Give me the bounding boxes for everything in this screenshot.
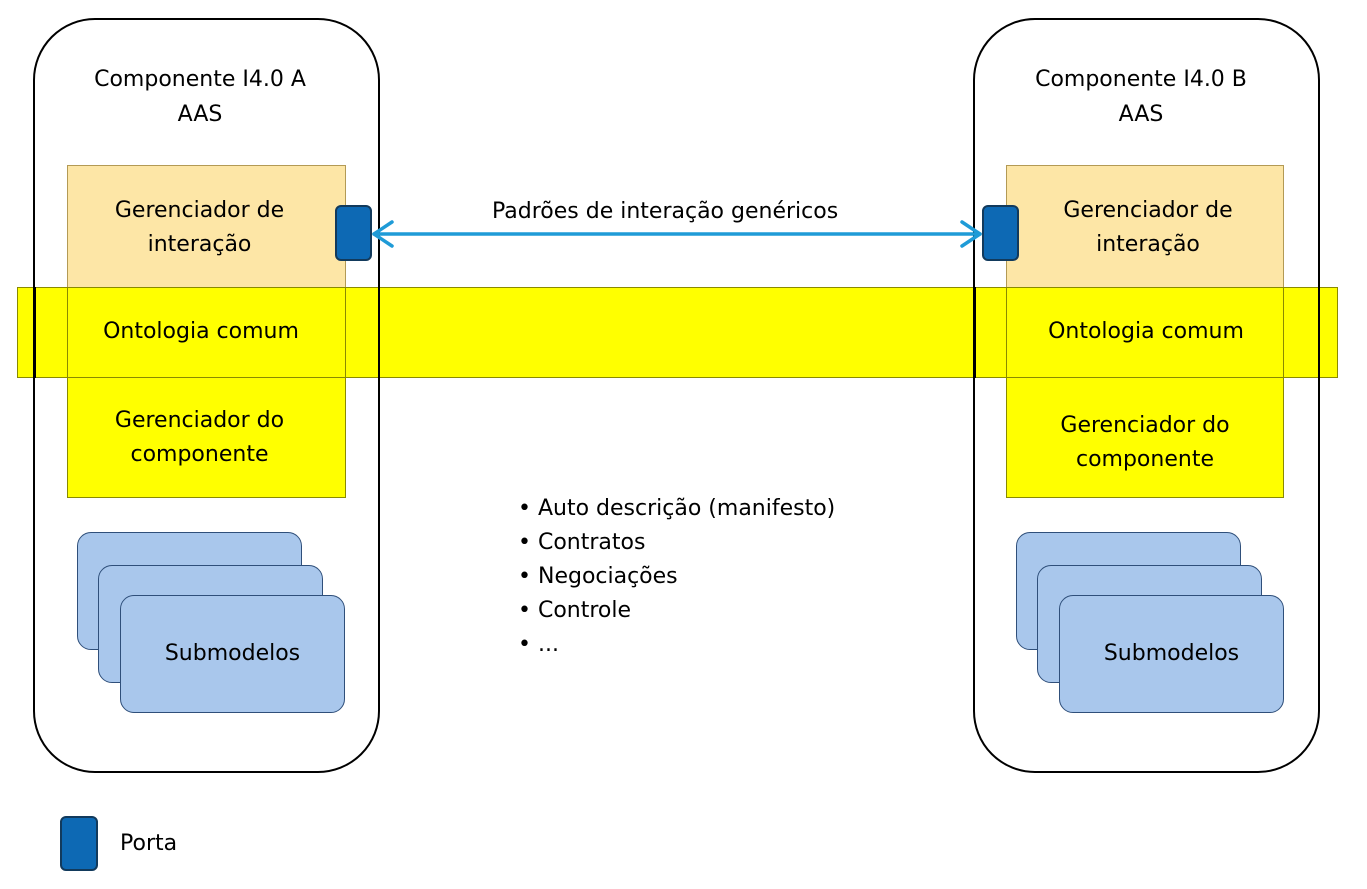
common-ontology-band <box>17 287 1338 378</box>
capsule-b-right-edge <box>1317 287 1320 378</box>
component-manager-b <box>1006 377 1284 498</box>
interaction-manager-a-label: Gerenciador de interação <box>114 197 285 257</box>
topic-item: ... <box>518 628 878 662</box>
ontology-b-label: Ontologia comum <box>1048 319 1244 344</box>
interaction-manager-b <box>1006 165 1284 288</box>
inner-column-outline-b <box>1006 287 1284 378</box>
legend-label: Porta <box>120 831 178 856</box>
interaction-topics-list: Auto descrição (manifesto) Contratos Neg… <box>518 492 878 662</box>
component-a-title-line1: Componente I4.0 A <box>94 67 306 92</box>
component-a-title-line2: AAS <box>177 102 223 127</box>
topic-item: Negociações <box>518 560 878 594</box>
interaction-manager-b-label: Gerenciador de interação <box>1063 197 1233 257</box>
ontology-a-label: Ontologia comum <box>103 319 299 344</box>
port-square-icon <box>60 816 98 871</box>
topic-item: Auto descrição (manifesto) <box>518 492 878 526</box>
submodel-card-b-front: Submodelos <box>1059 595 1284 713</box>
component-manager-a-label: Gerenciador do componente <box>114 407 285 467</box>
capsule-a-left-edge <box>33 287 36 378</box>
arrow-label: Padrões de interação genéricos <box>492 199 839 224</box>
component-b-title-line1: Componente I4.0 B <box>1035 67 1247 92</box>
topic-item: Contratos <box>518 526 878 560</box>
submodel-card-a-front: Submodelos <box>120 595 345 713</box>
component-b-title: Componente I4.0 B AAS <box>980 62 1302 132</box>
capsule-a-right-edge <box>377 287 380 378</box>
topic-item: Controle <box>518 594 878 628</box>
inner-column-outline-a <box>67 287 346 378</box>
component-a-title: Componente I4.0 A AAS <box>40 62 360 132</box>
port-b-icon <box>982 205 1019 261</box>
capsule-b-left-edge <box>973 287 976 378</box>
component-b-title-line2: AAS <box>1118 102 1164 127</box>
component-manager-b-label: Gerenciador do componente <box>1060 412 1230 472</box>
port-a-icon <box>335 205 372 261</box>
